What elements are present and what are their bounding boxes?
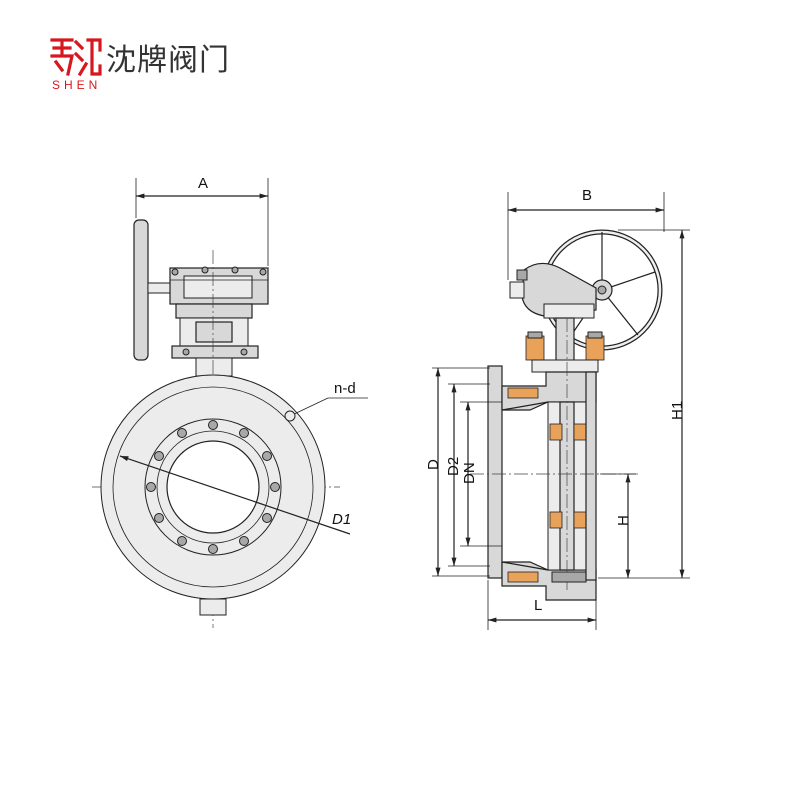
dim-label-DN: DN — [461, 462, 478, 484]
brand-name-en: SHEN — [52, 78, 102, 92]
bolt-holes — [146, 420, 280, 554]
dim-label-D: D — [425, 459, 442, 470]
handwheel-side — [133, 219, 149, 361]
valve-body-section — [487, 318, 597, 601]
gearbox — [169, 266, 269, 305]
actuator — [509, 262, 597, 319]
shen-logo-mark — [50, 38, 102, 77]
front-view: A n-d D1 — [92, 175, 368, 628]
dim-label-L: L — [534, 597, 542, 614]
dim-label-D1: D1 — [332, 511, 351, 528]
brand-logo: 沈牌阀门 SHEN — [50, 36, 230, 96]
side-view: B H1 H D D2 DN L — [425, 187, 690, 630]
brand-name-cn: 沈牌阀门 — [106, 43, 230, 78]
bracket — [171, 303, 259, 377]
dim-label-B: B — [582, 187, 592, 204]
dim-label-H1: H1 — [669, 401, 686, 420]
dim-label-A: A — [198, 175, 208, 192]
dim-label-n-d: n-d — [334, 380, 356, 397]
dim-label-D2: D2 — [445, 457, 462, 476]
dim-label-H: H — [615, 515, 632, 526]
